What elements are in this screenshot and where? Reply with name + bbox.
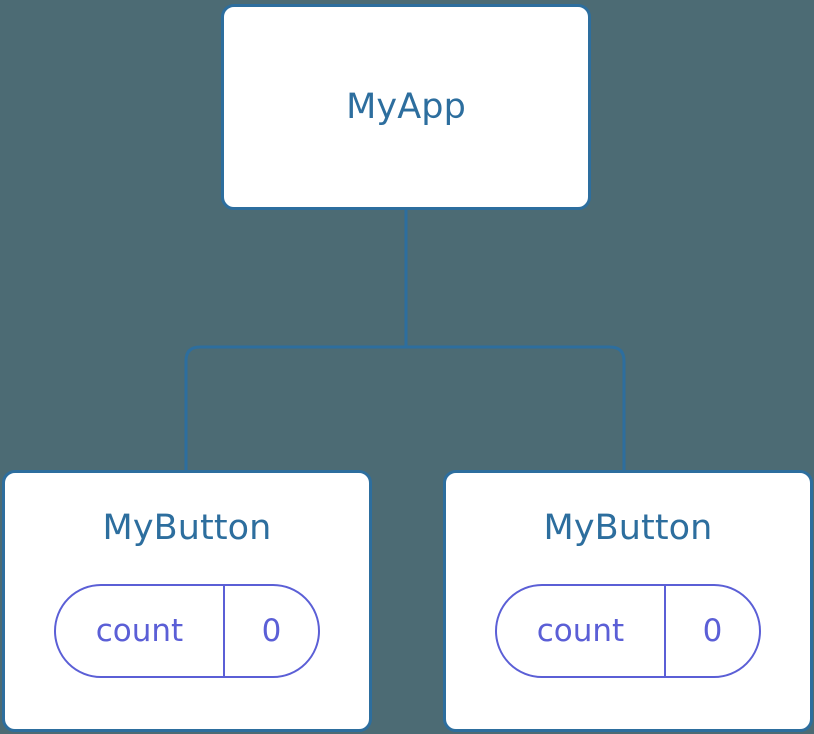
node-mybutton-1-title: MyButton	[102, 508, 272, 548]
edge-branch-right-icon	[406, 345, 626, 472]
state-pill-2[interactable]: count 0	[495, 584, 761, 678]
node-myapp-title: MyApp	[346, 86, 466, 127]
node-mybutton-1[interactable]: MyButton count 0	[2, 470, 372, 732]
state-pill-2-key: count	[536, 612, 625, 649]
state-pill-1-value: 0	[261, 612, 282, 649]
node-myapp[interactable]: MyApp	[221, 4, 591, 210]
state-pill-1[interactable]: count 0	[54, 584, 320, 678]
state-pill-2-key-cell: count	[497, 586, 666, 676]
node-mybutton-2[interactable]: MyButton count 0	[443, 470, 813, 732]
state-pill-2-value-cell: 0	[666, 586, 759, 676]
state-pill-2-value: 0	[702, 612, 723, 649]
state-pill-1-key: count	[95, 612, 184, 649]
state-pill-1-value-cell: 0	[225, 586, 318, 676]
node-mybutton-2-title: MyButton	[543, 508, 713, 548]
edge-branch-left-icon	[184, 345, 406, 472]
state-pill-1-key-cell: count	[56, 586, 225, 676]
